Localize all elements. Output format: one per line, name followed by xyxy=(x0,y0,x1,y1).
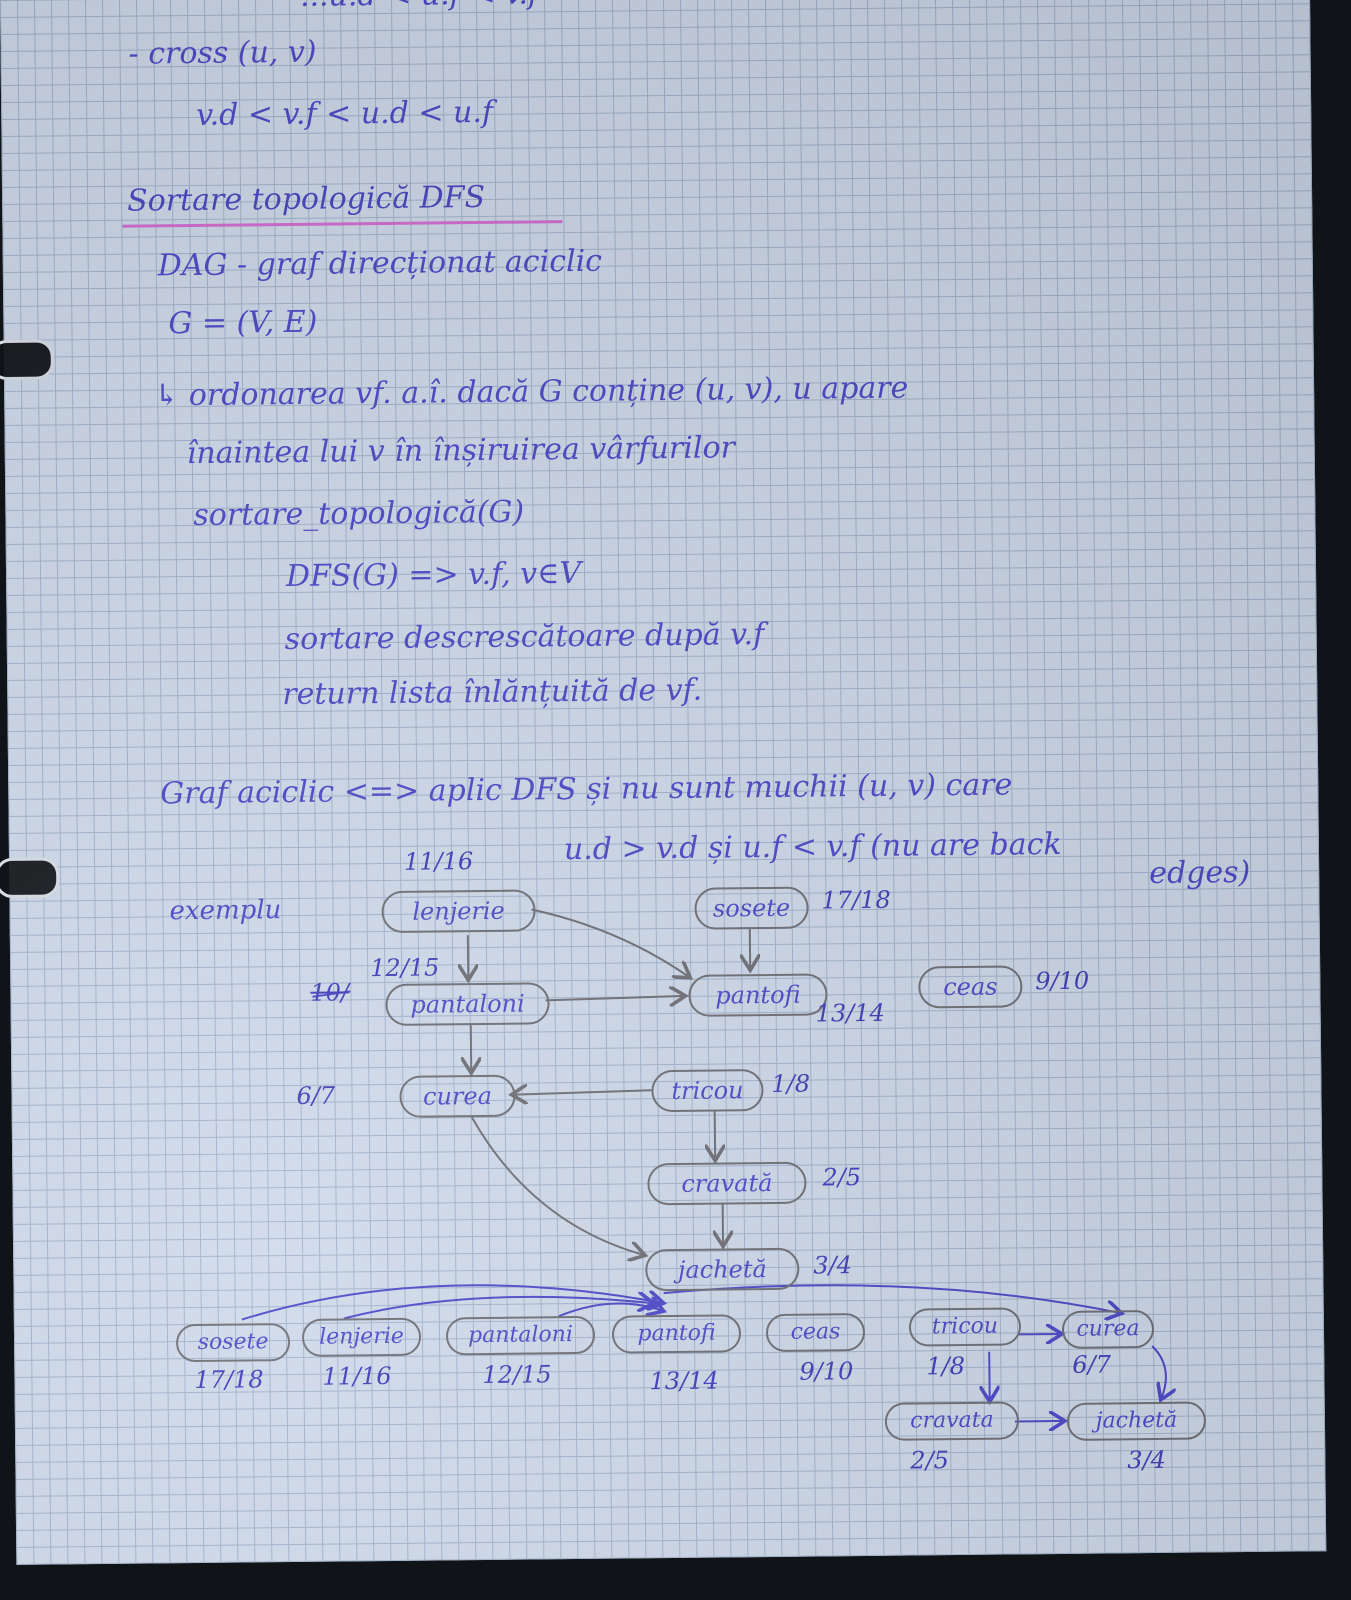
sorted-time-jacheta: 3/4 xyxy=(1127,1445,1167,1475)
sorted-pantaloni: pantaloni xyxy=(445,1315,596,1356)
time-ceas: 9/10 xyxy=(1035,966,1090,996)
sorted-time-lenjerie: 11/16 xyxy=(322,1361,392,1391)
edge-tricou-cravata xyxy=(715,1110,716,1161)
title-underline xyxy=(122,220,563,228)
time-sosete: 17/18 xyxy=(821,885,891,915)
list-edge-sosete xyxy=(241,1284,663,1321)
binder-hole xyxy=(0,857,60,899)
acyclic-line-1: Graf aciclic <=> aplic DFS și nu sunt mu… xyxy=(160,767,1013,812)
algorithm-name: sortare_topologică(G) xyxy=(193,494,525,534)
algorithm-step-2: sortare descrescătoare după v.f xyxy=(284,617,765,658)
top-partial-line: ...u.d < u.f < v.f xyxy=(300,0,539,14)
list-edge-curea-jacheta xyxy=(1151,1345,1166,1400)
sorted-pantofi: pantofi xyxy=(611,1314,742,1354)
graph-definition: G = (V, E) xyxy=(168,304,318,342)
node-sosete: sosete xyxy=(694,886,809,930)
edge-tricou-curea xyxy=(511,1090,652,1094)
crossed-mark xyxy=(312,990,351,998)
sorted-sosete: sosete xyxy=(175,1323,291,1363)
time-curea: 6/7 xyxy=(296,1081,336,1110)
acyclic-line-2: u.d > v.d și u.f < v.f (nu are back xyxy=(563,826,1062,868)
sorted-curea: curea xyxy=(1061,1309,1155,1349)
time-pantofi: 13/14 xyxy=(815,998,885,1028)
cross-condition: v.d < v.f < u.d < u.f xyxy=(196,94,494,133)
sorted-ceas: ceas xyxy=(765,1313,866,1353)
sorted-time-ceas: 9/10 xyxy=(799,1357,854,1386)
node-tricou: tricou xyxy=(651,1069,764,1113)
time-lenjerie: 11/16 xyxy=(403,847,474,876)
node-jacheta: jachetă xyxy=(645,1247,800,1292)
edge-lenjerie-pantofi xyxy=(531,908,691,980)
acyclic-line-3: edges) xyxy=(1149,854,1251,892)
node-pantofi: pantofi xyxy=(688,973,828,1017)
time-pantaloni: 12/15 xyxy=(370,953,440,983)
sorted-jacheta: jachetă xyxy=(1066,1401,1207,1441)
sorted-tricou: tricou xyxy=(908,1307,1022,1347)
list-edge-tricou-cravata xyxy=(989,1351,990,1402)
example-label: exemplu xyxy=(169,895,282,927)
sorted-time-tricou: 1/8 xyxy=(926,1351,966,1381)
sorted-time-pantofi: 13/14 xyxy=(649,1366,719,1396)
node-pantaloni: pantaloni xyxy=(385,982,550,1027)
section-title: Sortare topologică DFS xyxy=(126,179,486,219)
node-lenjerie: lenjerie xyxy=(381,889,536,934)
binder-hole xyxy=(0,339,54,381)
dag-definition: DAG - graf direcționat aciclic xyxy=(157,243,603,284)
sorted-time-cravata: 2/5 xyxy=(910,1446,950,1475)
description-line-1: ↳ ordonarea vf. a.î. dacă G conține (u, … xyxy=(153,370,909,414)
dependency-graph-edges xyxy=(241,908,1326,1565)
node-ceas: ceas xyxy=(918,965,1023,1009)
algorithm-step-1: DFS(G) => v.f, v∈V xyxy=(285,555,582,595)
time-cravata: 2/5 xyxy=(822,1163,862,1192)
sorted-time-pantaloni: 12/15 xyxy=(482,1360,552,1390)
sorted-cravata: cravata xyxy=(884,1401,1020,1441)
sorted-lenjerie: lenjerie xyxy=(301,1317,422,1357)
list-edge-lenjerie xyxy=(343,1296,654,1320)
edge-pantaloni-curea xyxy=(471,1025,472,1073)
description-line-2: înaintea lui v în înșiruirea vârfurilor xyxy=(186,430,736,472)
algorithm-step-3: return lista înlănțuită de vf. xyxy=(282,672,703,713)
node-cravata: cravată xyxy=(647,1161,807,1206)
sorted-time-curea: 6/7 xyxy=(1072,1350,1112,1379)
time-tricou: 1/8 xyxy=(771,1069,811,1098)
list-edge-long xyxy=(663,1284,1122,1318)
node-curea: curea xyxy=(399,1074,516,1118)
list-edge-cravata-jacheta xyxy=(1014,1421,1065,1422)
sorted-time-sosete: 17/18 xyxy=(194,1365,264,1395)
list-edge-pantaloni xyxy=(558,1303,664,1318)
cross-edge-line: - cross (u, v) xyxy=(128,34,317,72)
edge-pantaloni-pantofi xyxy=(545,996,685,1000)
crossed-out-number: 10/ xyxy=(310,978,350,1007)
time-jacheta: 3/4 xyxy=(813,1251,853,1280)
notebook-page: ...u.d < u.f < v.f - cross (u, v) v.d < … xyxy=(0,0,1326,1565)
edge-curea-jacheta xyxy=(470,1116,645,1257)
